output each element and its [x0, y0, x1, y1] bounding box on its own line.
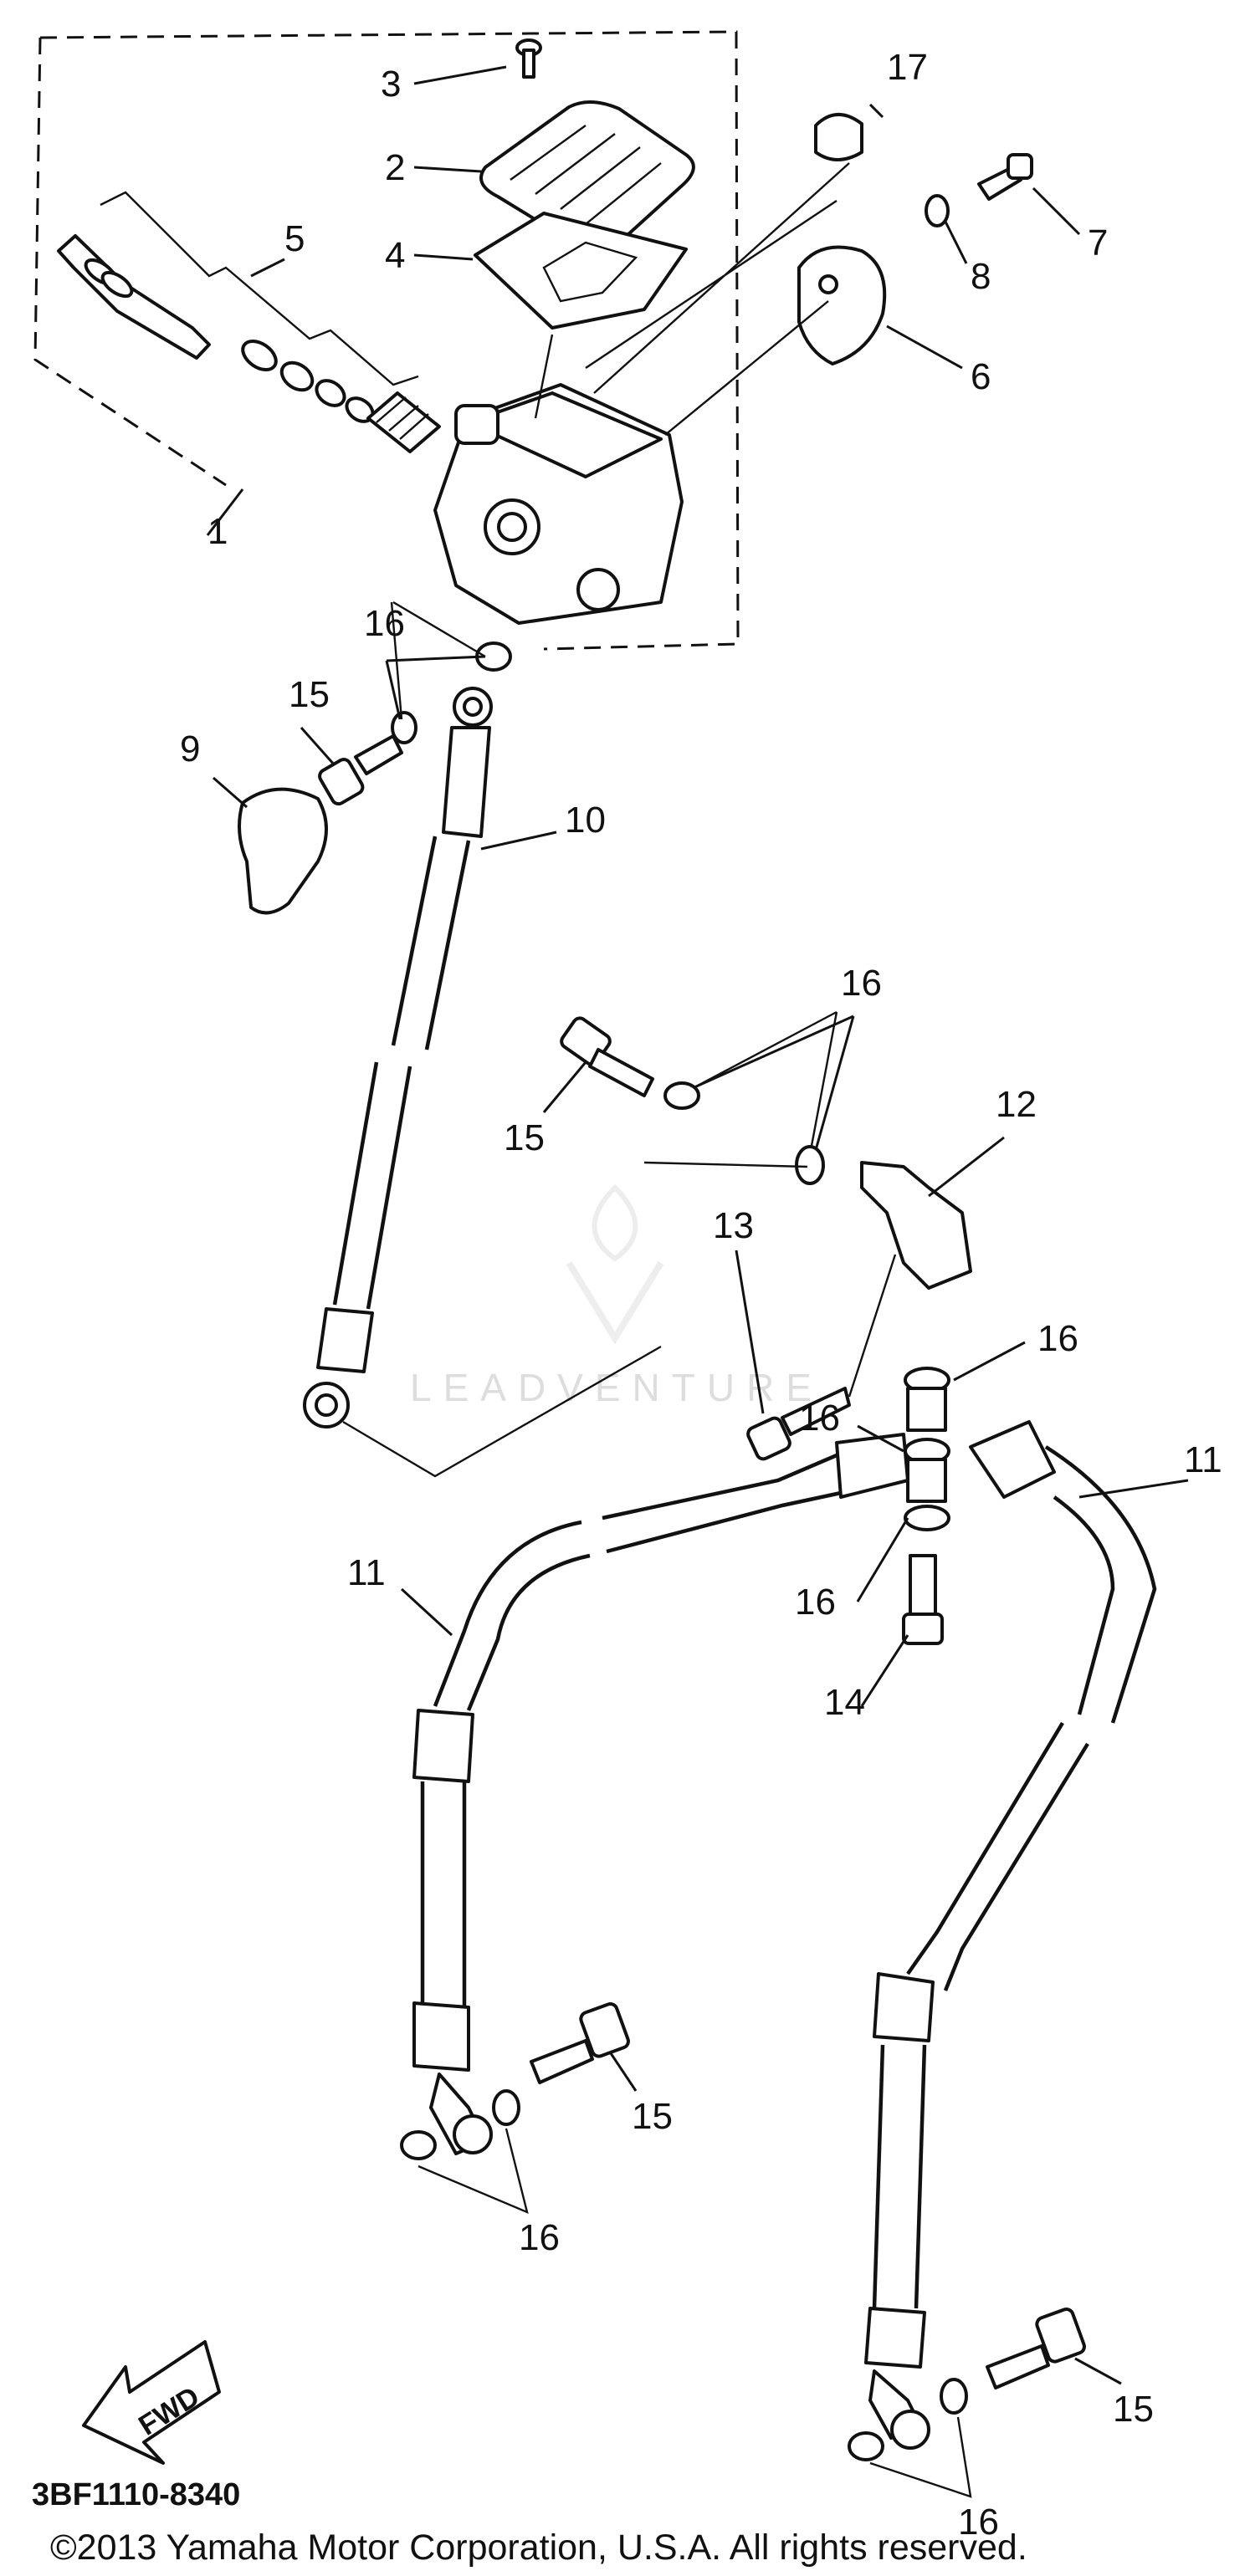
- callout-15-left: 15: [632, 2096, 673, 2137]
- callout-2: 2: [385, 147, 405, 188]
- callout-3: 3: [381, 64, 401, 105]
- callout-8: 8: [971, 256, 991, 297]
- callout-15-right: 15: [1113, 2389, 1154, 2430]
- master-cylinder-body-part-1: [433, 383, 684, 625]
- brake-hose-part-11-right: [864, 1420, 1157, 2450]
- callout-16-junction-top: 16: [1037, 1318, 1078, 1359]
- watermark-text: LEADVENTURE: [410, 1366, 823, 1409]
- callout-11-right: 11: [1184, 1439, 1222, 1480]
- bolt-part-14: [902, 1554, 944, 1645]
- banjo-bolt-part-15-mid: [560, 1016, 654, 1097]
- callout-1: 1: [207, 511, 228, 552]
- piston-kit-part-5: [57, 234, 441, 453]
- callout-16-mid: 16: [841, 963, 882, 1004]
- callout-16-top: 16: [364, 603, 405, 644]
- copyright-notice: ©2013 Yamaha Motor Corporation, U.S.A. A…: [50, 2527, 1027, 2568]
- junction-block: [904, 1367, 950, 1531]
- washer-part-8: [925, 194, 950, 227]
- callout-15-mid: 15: [504, 1117, 545, 1158]
- callout-6: 6: [971, 356, 991, 397]
- banjo-bolt-part-15: [318, 734, 403, 806]
- reservoir-cap-part-2: [479, 100, 695, 251]
- banjo-bolt-part-15-left: [530, 2002, 630, 2084]
- joint-part-12: [860, 1161, 972, 1290]
- callout-7: 7: [1088, 222, 1108, 263]
- callout-16-junction-bottom: 16: [795, 1582, 836, 1623]
- callout-9: 9: [180, 728, 200, 769]
- watermark-logo: [566, 1183, 664, 1345]
- banjo-bolt-part-15-right: [986, 2308, 1086, 2389]
- callout-16-left: 16: [519, 2217, 560, 2258]
- callout-4: 4: [385, 235, 405, 276]
- callout-15-top: 15: [289, 674, 330, 715]
- bracket-part-6: [797, 245, 887, 365]
- callout-16-junction-mid: 16: [799, 1398, 840, 1439]
- diagram-code: 3BF1110-8340: [32, 2477, 240, 2512]
- callout-16-right: 16: [958, 2502, 999, 2543]
- cap-part-17: [814, 113, 863, 161]
- callout-11-left: 11: [347, 1552, 386, 1593]
- diaphragm-part-4: [474, 212, 688, 330]
- brake-hose-part-11-left: [412, 1433, 909, 2155]
- screw-part-7: [977, 153, 1033, 201]
- callout-5: 5: [284, 218, 305, 259]
- callout-14: 14: [824, 1682, 865, 1723]
- callout-12: 12: [996, 1084, 1037, 1125]
- screw-part-3: [515, 38, 542, 79]
- callout-labels: 1 2 3 4 5 6 7 8 9 10 11 11 12 13 14 15 1…: [180, 47, 1222, 2543]
- bolt-part-13: [746, 1387, 851, 1461]
- assembly-outline: [33, 30, 740, 651]
- boot-part-9: [238, 787, 328, 915]
- callout-10: 10: [565, 800, 606, 841]
- forward-arrow-icon: FWD: [82, 2340, 221, 2465]
- callout-17: 17: [887, 47, 928, 88]
- callout-13: 13: [713, 1205, 754, 1246]
- brake-hose-part-10: [303, 687, 493, 1429]
